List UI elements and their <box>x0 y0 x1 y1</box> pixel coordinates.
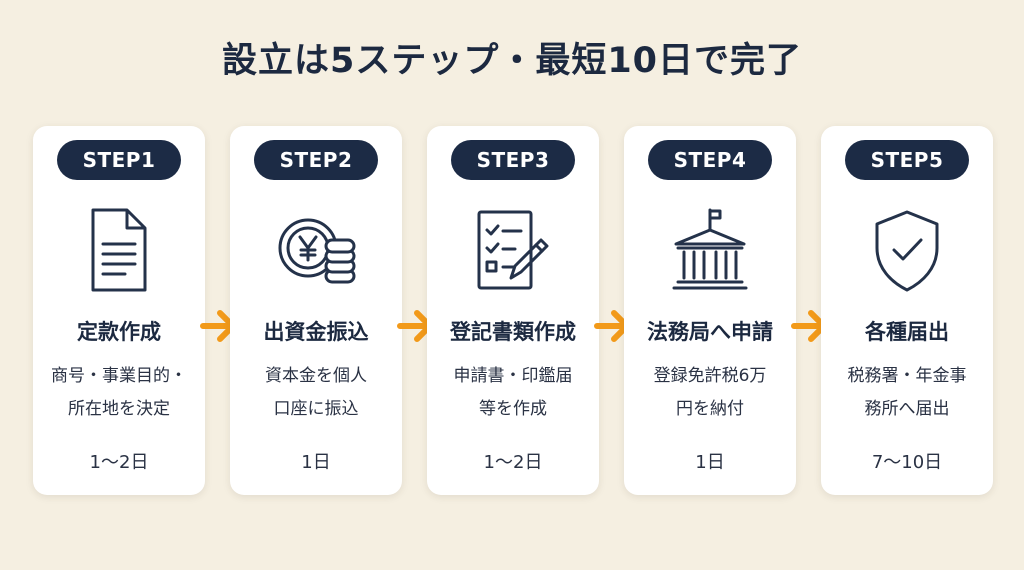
document-icon <box>79 204 159 296</box>
step-badge: STEP4 <box>648 140 772 180</box>
step-description: 資本金を個人 口座に振込 <box>238 360 394 426</box>
step-description-line: 申請書・印鑑届 <box>453 366 573 386</box>
step-description-line: 等を作成 <box>479 399 547 419</box>
step-description-line: 口座に振込 <box>273 399 359 419</box>
step-description: 登録免許税6万 円を納付 <box>632 360 788 426</box>
government-building-icon <box>670 204 750 296</box>
step-name: 登記書類作成 <box>450 320 576 344</box>
step-description-line: 登録免許税6万 <box>653 366 767 386</box>
step-name: 出資金振込 <box>263 320 369 344</box>
step-card-2: STEP2 出資 <box>230 126 402 495</box>
step-card-5: STEP5 各種届出 税務署・年金事 務所へ届出 7〜10日 <box>821 126 993 495</box>
checklist-pen-icon <box>473 204 553 296</box>
step-description-line: 所在地を決定 <box>68 399 170 419</box>
step-name: 法務局へ申請 <box>647 320 773 344</box>
yen-coins-icon <box>276 204 356 296</box>
step-description-line: 資本金を個人 <box>265 366 367 386</box>
step-badge: STEP1 <box>57 140 181 180</box>
step-duration: 7〜10日 <box>871 452 943 473</box>
step-card-4: STEP4 法務局へ申請 <box>624 126 796 495</box>
step-description: 商号・事業目的・ 所在地を決定 <box>41 360 197 426</box>
step-duration: 1日 <box>301 452 331 473</box>
step-badge: STEP2 <box>254 140 378 180</box>
step-card-1: STEP1 定款作成 商号・事業目的・ 所在地を決定 1〜2日 <box>33 126 205 495</box>
step-card-3: STEP3 登記書類作成 申請書・印鑑届 等を作成 1〜2 <box>427 126 599 495</box>
step-name: 定款作成 <box>77 320 161 344</box>
step-description: 申請書・印鑑届 等を作成 <box>435 360 591 426</box>
step-description-line: 税務署・年金事 <box>847 366 967 386</box>
step-description-line: 務所へ届出 <box>864 399 950 419</box>
step-description: 税務署・年金事 務所へ届出 <box>829 360 985 426</box>
step-badge: STEP3 <box>451 140 575 180</box>
shield-check-icon <box>867 204 947 296</box>
step-description-line: 円を納付 <box>676 399 744 419</box>
page-title: 設立は5ステップ・最短10日で完了 <box>221 41 803 81</box>
step-name: 各種届出 <box>865 320 949 344</box>
step-duration: 1日 <box>695 452 725 473</box>
step-description-line: 商号・事業目的・ <box>51 366 187 386</box>
steps-row: STEP1 定款作成 商号・事業目的・ 所在地を決定 1〜2日 <box>0 126 1024 496</box>
step-duration: 1〜2日 <box>483 452 543 473</box>
step-badge: STEP5 <box>845 140 969 180</box>
step-duration: 1〜2日 <box>89 452 149 473</box>
